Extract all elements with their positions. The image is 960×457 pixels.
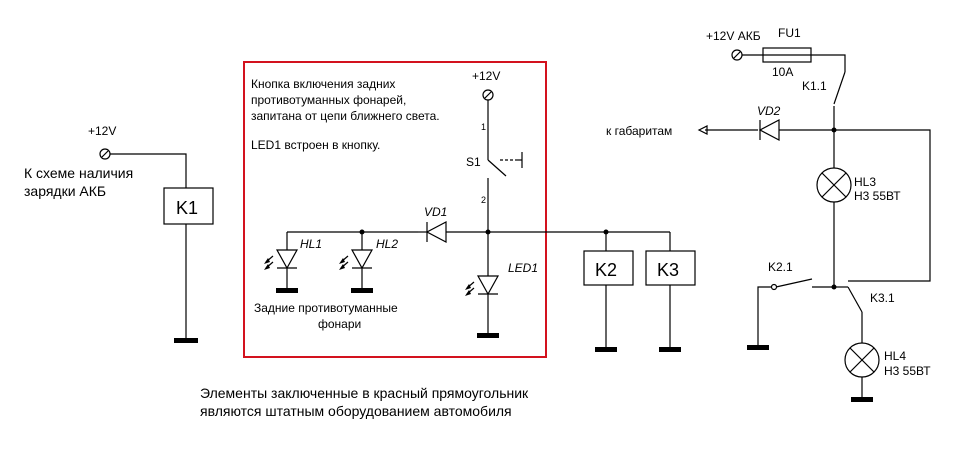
hl1-ground <box>276 288 298 293</box>
pin1-label: 1 <box>481 122 486 132</box>
button-note-line1: Кнопка включения задних <box>251 77 395 91</box>
led1-ground <box>477 333 499 338</box>
left-power-label: +12V <box>88 124 116 138</box>
hl4-type-label: Н3 55ВТ <box>884 364 931 378</box>
right-power-label: +12V АКБ <box>706 29 761 43</box>
k3-1-label: K3.1 <box>870 291 895 305</box>
k1-label: K1 <box>176 198 198 218</box>
to-markers-label: к габаритам <box>606 124 672 138</box>
s1-label: S1 <box>466 155 481 169</box>
k2-ground <box>595 347 617 352</box>
button-note-line3: запитана от цепи ближнего света. <box>251 109 440 123</box>
k1-ground <box>174 338 198 343</box>
k1-feed-wire <box>110 153 187 188</box>
left-note-line2: зарядки АКБ <box>24 183 106 199</box>
mid-power-label: +12V <box>472 69 500 83</box>
rear-fog-note-line2: фонари <box>318 317 361 331</box>
button-note-line2: противотуманных фонарей, <box>251 93 406 107</box>
rear-fog-note-line1: Задние противотуманные <box>254 301 398 315</box>
vd1-diode <box>425 221 447 243</box>
lamp-circuit: +12V АКБ FU1 10A K1.1 VD2 к габаритам HL… <box>606 26 931 402</box>
k2-label: K2 <box>595 260 617 280</box>
led-note: LED1 встроен в кнопку. <box>251 138 380 152</box>
hl3-type-label: Н3 55ВТ <box>854 189 901 203</box>
hl4-label: HL4 <box>884 349 906 363</box>
k2-k3-circuit: K2 K3 <box>488 229 696 352</box>
hl4-ground <box>851 397 873 402</box>
k2-relay-coil <box>583 250 634 286</box>
stock-circuit: Кнопка включения задних противотуманных … <box>251 69 538 338</box>
led1-label: LED1 <box>508 261 538 275</box>
s1-switch-blade <box>487 159 507 177</box>
k2-1-label: K2.1 <box>768 260 793 274</box>
bottom-note-line2: являются штатным оборудованием автомобил… <box>200 403 512 419</box>
k3-label: K3 <box>657 260 679 280</box>
to-markers-arrow <box>697 125 708 135</box>
k1-1-label: K1.1 <box>802 79 827 93</box>
hl3-label: HL3 <box>854 175 876 189</box>
bottom-note-line1: Элементы заключенные в красный прямоугол… <box>200 385 529 401</box>
k1-relay-coil <box>163 187 214 225</box>
hl2-led <box>350 249 374 270</box>
stock-equipment-frame <box>243 61 547 358</box>
hl2-label: HL2 <box>376 237 398 251</box>
fu1-label: FU1 <box>778 26 801 40</box>
vd1-label: VD1 <box>424 205 447 219</box>
hl1-label: HL1 <box>300 237 322 251</box>
k3-ground <box>659 347 681 352</box>
k1-1-contact <box>833 71 846 105</box>
left-note-line1: К схеме наличия <box>24 165 133 181</box>
k1-circuit: +12V K1 К схеме наличия зарядки АКБ <box>24 124 214 343</box>
vd2-label: VD2 <box>757 104 781 118</box>
fuse-rating-label: 10A <box>772 65 793 79</box>
k3-1-contact <box>847 286 863 313</box>
hl2-ground <box>351 288 373 293</box>
k2-1-contact <box>775 278 813 288</box>
hl1-led <box>275 249 299 270</box>
k2-1-ground <box>747 345 769 350</box>
vd2-diode <box>758 119 780 141</box>
led1-led <box>476 275 500 296</box>
pin2-label: 2 <box>481 195 486 205</box>
